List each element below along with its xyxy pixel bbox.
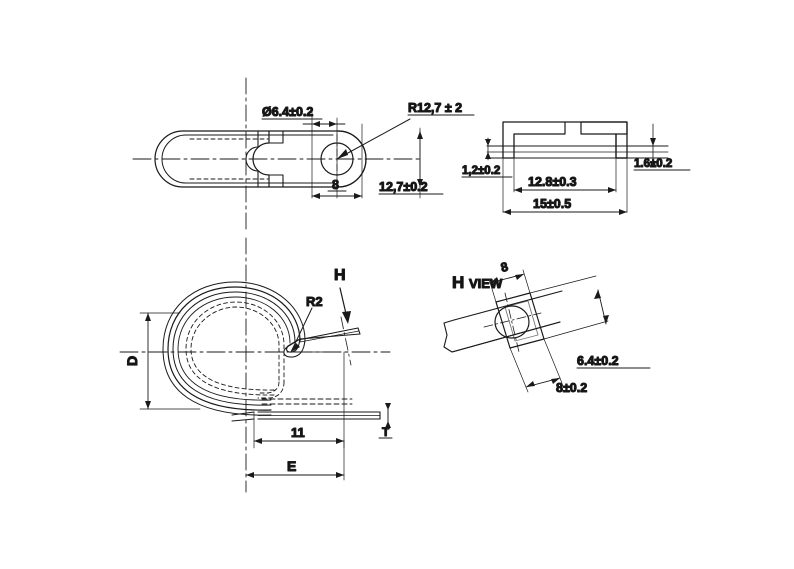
- dim-strap-arrow-bot: [417, 179, 423, 187]
- label-hole-edge-distance: 8: [332, 178, 339, 192]
- label-hview-pad-width: 8±0.2: [556, 381, 587, 395]
- label-wall-right: 1.6±0.2: [634, 158, 672, 170]
- dim-wall-right-arrow-bot: [650, 158, 656, 166]
- hview-dim-8pm-arrow-right: [551, 378, 560, 384]
- side-loop-hidden: [185, 301, 285, 396]
- dim-outer-width-arrow-right: [619, 209, 627, 215]
- dim-D-arrow-bot: [145, 401, 151, 409]
- dim-D-arrow-top: [145, 313, 151, 321]
- hview-hole-centerlines: [483, 292, 542, 353]
- label-hview-slot-width: 8: [499, 260, 509, 275]
- label-bend-radius: R2: [306, 294, 323, 309]
- hview-dim-64-arrow-top: [594, 290, 601, 299]
- side-loop-outer-1: [167, 286, 301, 411]
- side-tab-outline: [257, 411, 381, 420]
- section-view: 1,2±0.2 1.6±0.2 12.8±0.3 15±0.5: [461, 121, 691, 215]
- plan-slot: [252, 130, 270, 188]
- h-view-detail: H VIEW 8: [443, 259, 651, 396]
- side-loop-outer-4: [177, 296, 291, 401]
- plan-slot-shoulder-top: [268, 130, 284, 144]
- dim-inner-width-arrow-right: [608, 187, 616, 193]
- label-leg-length: 11: [291, 425, 305, 440]
- dim-T-arrow-top: [385, 403, 391, 410]
- side-loop-outer-3: [172, 291, 296, 406]
- label-diameter-D: D: [124, 356, 140, 366]
- label-inner-width: 12.8±0.3: [528, 175, 577, 189]
- label-thickness-T: T: [382, 425, 390, 439]
- label-h-view-title: H: [452, 273, 464, 292]
- label-overall-length-E: E: [287, 458, 296, 474]
- label-outer-width: 15±0.5: [533, 197, 571, 211]
- plan-left-cap-inner: [161, 134, 187, 184]
- hview-dim-8-arrow-left: [490, 277, 499, 283]
- hview-hole: [494, 305, 530, 339]
- side-tab-centerline: [289, 316, 352, 366]
- hview-dim-64-arrow-bot: [603, 315, 609, 324]
- dim-wall-left-arrow-top: [485, 139, 491, 146]
- leader-corner-radius-arrow: [337, 149, 348, 159]
- dim-outer-width-arrow-left: [503, 209, 511, 215]
- dim-E-arrow-right: [336, 472, 344, 478]
- side-view: R2 H D T 11: [119, 266, 393, 481]
- label-h-view-subtitle: VIEW: [469, 276, 503, 291]
- dim-wall-right-arrow-top: [650, 138, 656, 146]
- hview-pad-inner: [504, 300, 539, 342]
- dim-E-arrow-left: [246, 472, 254, 478]
- plan-slot-outer: [245, 130, 259, 188]
- plan-slot-shoulder-bot: [268, 174, 284, 188]
- leader-corner-radius: [336, 118, 411, 160]
- leader-bend-radius-arrow: [291, 343, 300, 352]
- view-arrow-h-head: [342, 311, 351, 324]
- dim-11-arrow-left: [254, 438, 262, 444]
- leader-bend-radius: [290, 307, 313, 353]
- dim-inner-width-arrow-left: [514, 187, 522, 193]
- hview-dim-8pm-arrow-left: [526, 381, 535, 387]
- dim-strap-arrow-top: [417, 131, 423, 139]
- side-hidden-drop: [257, 381, 285, 399]
- dim-hole-arrow-right: [329, 121, 337, 127]
- side-upper-tab-mid: [299, 330, 360, 343]
- dim-T-arrow-bot: [385, 421, 391, 428]
- dim-D-extension: [139, 312, 201, 410]
- plan-right-radius-arc: [337, 130, 367, 188]
- dim-11-extension: [253, 351, 345, 449]
- plan-hidden-lines: [189, 138, 269, 180]
- label-wall-left: 1,2±0.2: [462, 165, 500, 177]
- side-tab-hidden: [261, 398, 353, 405]
- dim-8-arrow-left: [312, 193, 320, 199]
- label-strap-width: 12,7±0.2: [379, 180, 428, 194]
- plan-view: Ø6.4±0.2 R12,7 ± 2 8 12,7±0.2: [132, 100, 475, 199]
- dim-8-arrow-right: [354, 193, 362, 199]
- dim-hole-arrow-left: [312, 121, 320, 127]
- dim-wall-left-arrow-bot: [485, 152, 491, 159]
- side-upper-tab-2: [283, 333, 361, 358]
- plan-inner-outline: [185, 134, 334, 184]
- label-view-arrow-h: H: [334, 267, 346, 284]
- label-hole-diameter: Ø6.4±0.2: [262, 105, 313, 119]
- dim-11-arrow-right: [336, 438, 344, 444]
- hview-dim-8-arrow-right: [515, 274, 524, 280]
- side-loop-outer-2: [162, 281, 306, 416]
- label-corner-radius: R12,7 ± 2: [408, 101, 462, 115]
- side-tab-transition: [231, 411, 255, 422]
- label-hview-hole-diameter: 6.4±0.2: [577, 354, 619, 368]
